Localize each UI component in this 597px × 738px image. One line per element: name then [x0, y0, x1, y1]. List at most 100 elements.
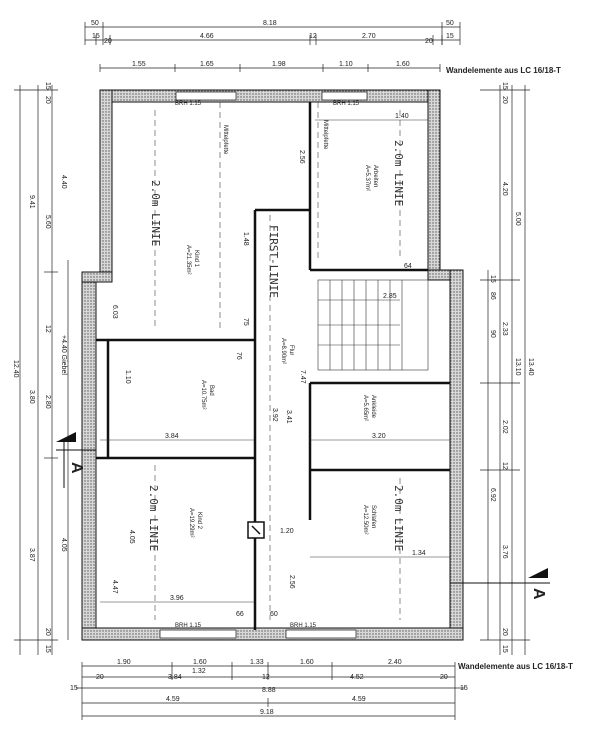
room-kind1: Kind 1 A=21.35m²	[185, 245, 199, 275]
inner-dim-256b: 2.56	[288, 575, 295, 589]
right-dim-420: 4.20	[501, 182, 508, 196]
bottom-dim-20-left: 20	[96, 674, 104, 681]
top-dim-20-right: 20	[425, 38, 433, 45]
section-label-left: A	[68, 462, 85, 474]
bottom-dim-918: 9.18	[260, 709, 274, 716]
right-dim-692: 6.92	[489, 488, 496, 502]
bottom-dim-132: 1.32	[192, 668, 206, 675]
room-ankleide: Ankleide A=5.65m²	[362, 395, 376, 421]
top-dim-110: 1.10	[339, 61, 353, 68]
room-area-schlafen: A=12.50m²	[362, 505, 368, 535]
chimney	[247, 521, 265, 539]
inner-dim-140: 1.40	[395, 113, 409, 120]
room-area-arbeiten: A=5.37m²	[364, 165, 370, 191]
bottom-dim-190: 1.90	[117, 659, 131, 666]
label-2m-line-3: 2.0m LINIE	[147, 485, 160, 551]
label-first-line: FIRST-LINIE	[267, 225, 280, 298]
right-dim-233: 2.33	[501, 322, 508, 336]
right-dim-15-top: 15	[501, 82, 508, 90]
bottom-dim-459a: 4.59	[166, 696, 180, 703]
inner-dim-447: 4.47	[111, 580, 118, 594]
top-dim-198: 1.98	[272, 61, 286, 68]
inner-dim-392: 3.92	[271, 408, 278, 422]
staircase	[317, 279, 429, 371]
dashed-lines	[154, 102, 401, 620]
inner-dim-341: 3.41	[285, 410, 292, 424]
label-brh-2: BRH 1.15	[333, 101, 360, 107]
label-mittelpfette-2: Mittelpfette	[322, 120, 328, 150]
right-dim-12: 12	[501, 462, 508, 470]
inner-dim-148: 1.48	[242, 232, 249, 246]
top-dimension-chains	[84, 22, 461, 72]
inner-dim-134: 1.34	[412, 550, 426, 557]
bottom-dim-160a: 1.60	[193, 659, 207, 666]
bottom-windows	[159, 629, 357, 639]
label-2m-line-4: 2.0m LINIE	[392, 485, 405, 551]
bottom-dim-160b: 1.60	[300, 659, 314, 666]
inner-dim-66: 66	[236, 611, 244, 618]
top-dim-15-left: 15	[92, 33, 100, 40]
right-dim-15-bottom: 15	[501, 645, 508, 653]
inner-dim-320: 3.20	[372, 433, 386, 440]
left-dim-1240: 12.40	[12, 360, 19, 378]
inner-dim-110: 1.10	[124, 370, 131, 384]
left-dim-15-bottom: 15	[44, 645, 51, 653]
section-label-right: A	[530, 588, 547, 600]
room-arbeiten: Arbeiten A=5.37m²	[364, 165, 378, 191]
inner-dim-747: 7.47	[299, 370, 306, 384]
room-flur: Flur A=8.90m²	[280, 338, 294, 364]
room-name-ankleide: Ankleide	[370, 395, 376, 419]
inner-dim-603: 6.03	[111, 305, 118, 319]
room-kind2: Kind 2 A=19.29m²	[188, 508, 202, 538]
room-area-ankleide: A=5.65m²	[362, 395, 368, 421]
inner-dim-384: 3.84	[165, 433, 179, 440]
top-dim-total: 8.18	[263, 20, 277, 27]
inner-dimensions: 1.40 2.56 1.48 7.47 6.03 3.84 3.20 3.96 …	[100, 113, 450, 618]
room-schlafen: Schlafen A=12.50m²	[362, 505, 376, 535]
left-dim-941: 9.41	[28, 195, 35, 209]
room-area-kind2: A=19.29m²	[188, 508, 194, 538]
bottom-dim-15-right: 15	[460, 685, 468, 692]
right-dim-86: 86	[489, 292, 496, 300]
left-dim-280: 2.80	[44, 395, 51, 409]
room-name-arbeiten: Arbeiten	[372, 165, 378, 187]
room-name-schlafen: Schlafen	[370, 505, 376, 528]
inner-dim-76: 76	[235, 352, 242, 360]
bottom-dim-888: 8.88	[262, 687, 276, 694]
room-bad: Bad A=10.75m²	[200, 380, 214, 410]
top-wall-note: Wandelemente aus LC 16/18-T	[446, 66, 561, 75]
inner-dim-60: 60	[270, 611, 278, 618]
inner-dim-75: 75	[242, 318, 249, 326]
top-dim-50-right: 50	[446, 20, 454, 27]
top-dim-160: 1.60	[396, 61, 410, 68]
top-dim-12: 12	[309, 33, 317, 40]
label-brh-1: BRH 1.15	[175, 101, 202, 107]
right-dim-202: 2.02	[501, 420, 508, 434]
bottom-dim-20-right: 20	[440, 674, 448, 681]
right-dim-1340: 13.40	[527, 358, 534, 376]
right-dim-500: 5.00	[514, 212, 521, 226]
room-area-flur: A=8.90m²	[280, 338, 286, 364]
room-name-bad: Bad	[208, 385, 214, 396]
label-2m-line-1: 2.0m LINIE	[149, 180, 162, 246]
room-area-bad: A=10.75m²	[200, 380, 206, 410]
left-dim-12: 12	[44, 325, 51, 333]
top-dim-165: 1.65	[200, 61, 214, 68]
inner-dim-120: 1.20	[280, 528, 294, 535]
right-dim-376: 3.76	[501, 545, 508, 559]
top-dim-270: 2.70	[362, 33, 376, 40]
right-dimension-chains	[480, 85, 530, 655]
bottom-dim-15-left: 15	[70, 685, 78, 692]
label-brh-3: BRH 1.15	[175, 623, 202, 629]
left-dim-387: 3.87	[28, 548, 35, 562]
right-dim-20-top: 20	[501, 96, 508, 104]
left-dim-20-top: 20	[44, 96, 51, 104]
right-dim-90: 90	[489, 330, 496, 338]
section-marker-left: A	[56, 432, 96, 488]
room-area-kind1: A=21.35m²	[185, 245, 191, 275]
label-brh-4: BRH 1.15	[290, 623, 317, 629]
right-dim-1310: 13.10	[514, 358, 521, 376]
right-dim-15-mid: 15	[489, 275, 496, 283]
